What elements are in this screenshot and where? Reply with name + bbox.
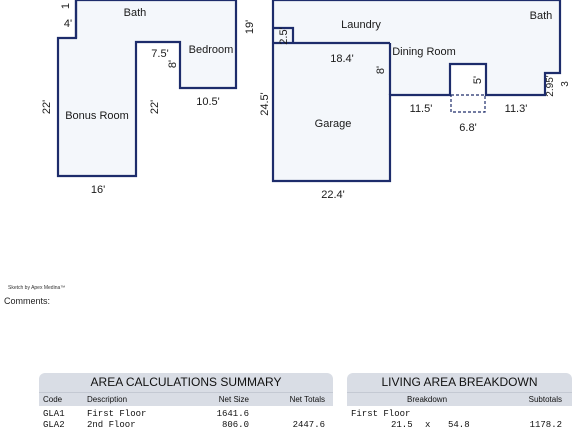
row-net-totals: 2447.6 [292,420,325,430]
header-subtotals: Subtotals [528,395,562,404]
living-area-body: First Floor 21.5 x 54.8 1178.2 [347,409,572,431]
dim-11-3: 11.3' [505,103,528,115]
section-label: First Floor [347,409,572,420]
dim-22-right: 22' [149,100,161,114]
comments-label: Comments: [4,296,51,306]
area-summary-title: AREA CALCULATIONS SUMMARY [39,373,333,392]
dim-10-5: 10.5' [196,96,220,108]
row-net-size: 1641.6 [216,409,249,419]
dim-2-95: 2.95' [545,75,556,96]
header-code: Code [43,395,63,404]
floor-plan-sketch: Bath Bedroom Bonus Room Laundry Dining R… [41,0,571,201]
dim-3: 3 [560,81,571,87]
dim-2-5: 2.5' [278,27,290,44]
dim-16: 16' [91,184,105,196]
row-code: GLA1 [43,409,65,419]
dim-22-left: 22' [41,100,53,114]
room-label-garage: Garage [315,118,352,130]
dim-7-5: 7.5' [151,48,168,60]
dim-5: 5' [472,76,484,84]
room-label-bath-left: Bath [124,7,147,19]
dim-1: 1 [60,3,72,9]
living-area-breakdown: LIVING AREA BREAKDOWN Breakdown Subtotal… [347,373,572,432]
header-net-size: Net Size [218,395,249,404]
breakdown-op: x [425,420,431,430]
breakdown-subtotal: 1178.2 [529,420,562,430]
dim-19: 19' [244,20,256,34]
dim-6-8: 6.8' [459,122,476,134]
row-code: GLA2 [43,420,65,430]
living-area-title: LIVING AREA BREAKDOWN [347,373,572,392]
dim-8-dining: 8' [375,66,387,74]
dining-bump-dashed [450,94,486,113]
right-wing-outline [271,0,562,183]
table-row: GLA2 2nd Floor 806.0 2447.6 [39,420,333,431]
area-summary-body: GLA1 First Floor 1641.6 GLA2 2nd Floor 8… [39,409,333,431]
dim-4: 4' [64,18,72,30]
dim-22-4: 22.4' [321,189,345,201]
row-description: First Floor [87,409,147,419]
dim-24-5: 24.5' [259,92,271,116]
dim-18-4: 18.4' [330,53,354,65]
room-label-bedroom: Bedroom [189,44,234,56]
room-label-dining-room: Dining Room [392,46,456,58]
left-wing-outline [56,0,238,178]
dim-8-bedroom: 8' [167,60,179,68]
breakdown-b: 54.8 [448,420,470,430]
header-description: Description [87,395,128,404]
row-description: 2nd Floor [87,420,136,430]
breakdown-a: 21.5 [391,420,413,430]
room-label-bonus-room: Bonus Room [65,110,129,122]
room-label-bath-right: Bath [530,10,553,22]
room-label-laundry: Laundry [341,19,381,31]
dim-11-5: 11.5' [410,103,433,115]
living-area-header: Breakdown Subtotals [347,392,572,406]
area-summary-header: Code Description Net Size Net Totals [39,392,333,406]
table-row: 21.5 x 54.8 1178.2 [347,420,572,431]
sketch-credit: Sketch by Apex Medina™ [8,285,66,291]
header-breakdown: Breakdown [407,395,448,404]
living-section-name: First Floor [351,409,411,419]
row-net-size: 806.0 [221,420,249,430]
area-calculations-summary: AREA CALCULATIONS SUMMARY Code Descripti… [39,373,333,432]
header-net-totals: Net Totals [289,395,325,404]
table-row: GLA1 First Floor 1641.6 [39,409,333,420]
